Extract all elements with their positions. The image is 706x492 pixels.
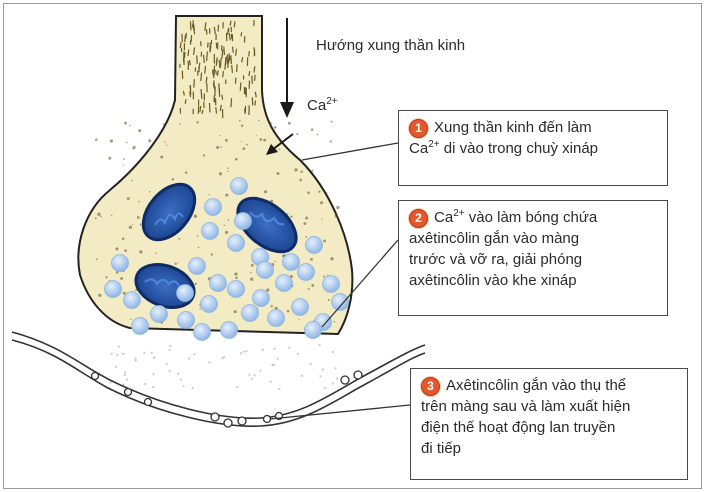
step-1-line-2: Ca2+ di vào trong chuỳ xináp: [409, 138, 657, 159]
calcium-ion-label: Ca2+: [307, 96, 338, 115]
step-2-line-2: axêtincôlin gắn vào màng: [409, 228, 657, 249]
step-3-line-4: đi tiếp: [421, 438, 677, 459]
step-2-badge: 2: [409, 209, 428, 228]
impulse-direction-arrow: [280, 18, 294, 118]
postsynaptic-membrane: [12, 332, 425, 426]
step-2-line-4: axêtincôlin vào khe xináp: [409, 270, 657, 291]
step-3-line-3: điện thế hoạt động lan truyền: [421, 417, 677, 438]
step-3-line-2: trên màng sau và làm xuất hiện: [421, 396, 677, 417]
step-3-badge: 3: [421, 377, 440, 396]
impulse-direction-label: Hướng xung thần kinh: [316, 36, 465, 55]
step-1-badge: 1: [409, 119, 428, 138]
step-2-line-3: trước và vỡ ra, giải phóng: [409, 249, 657, 270]
synaptic-cleft: [109, 344, 338, 390]
